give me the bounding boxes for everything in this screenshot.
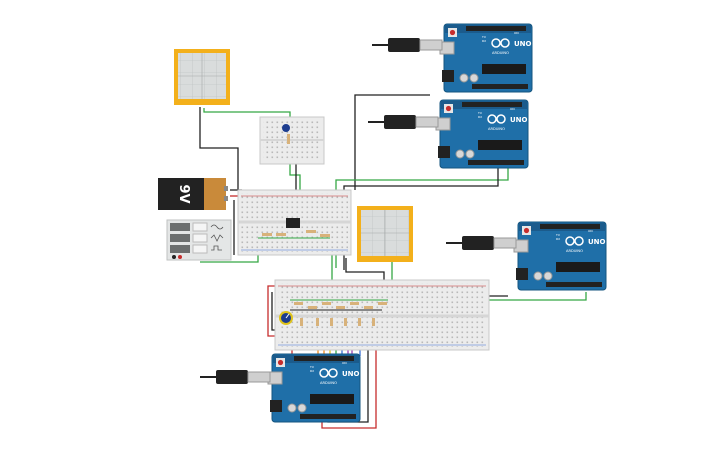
battery-icon[interactable]: 9V [158,178,228,210]
arduino-rx-label: RX [478,115,482,119]
resistor[interactable] [262,233,272,236]
resistor[interactable] [378,302,387,305]
battery-label: 9V [176,184,191,203]
resistor[interactable] [306,230,316,233]
arduino-on-label: ON [510,107,515,111]
breadboard-upper[interactable] [237,189,352,256]
arduino-brand-label: ARDUINO [566,249,583,253]
arduino-model-label: UNO [342,370,360,378]
potentiometer-icon[interactable] [279,311,293,325]
arduino-on-label: ON [514,31,519,35]
breadboard-lower[interactable] [274,279,490,351]
oscilloscope-right[interactable] [357,206,413,262]
mini-breadboard[interactable] [259,116,325,165]
resistor[interactable] [316,318,319,326]
arduino-uno-2[interactable]: UNO ARDUINO TX RX ON [435,99,529,169]
arduino-uno-4[interactable]: UNO ARDUINO TX RX ON [267,353,361,423]
arduino-brand-label: ARDUINO [320,381,337,385]
arduino-tx-label: TX [309,365,314,369]
usb-cable-icon[interactable] [368,115,439,129]
arduino-brand-label: ARDUINO [492,51,509,55]
arduino-rx-label: RX [482,39,486,43]
arduino-on-label: ON [588,229,593,233]
oscilloscope-left[interactable] [174,49,230,105]
arduino-uno-1[interactable]: UNO ARDUINO TX RX ON [439,23,533,93]
arduino-brand-label: ARDUINO [488,127,505,131]
resistor[interactable] [330,318,333,326]
arduino-model-label: UNO [588,238,606,246]
arduino-tx-label: TX [555,233,560,237]
resistor[interactable] [300,318,303,326]
arduino-tx-label: TX [477,111,482,115]
arduino-on-label: ON [342,361,347,365]
resistor[interactable] [322,302,331,305]
resistor[interactable] [287,134,290,144]
resistor[interactable] [344,318,347,326]
usb-cable-icon[interactable] [372,38,443,52]
resistor[interactable] [372,318,375,326]
usb-cable-icon[interactable] [446,236,517,250]
resistor[interactable] [358,318,361,326]
ic-chip-icon[interactable] [286,218,300,228]
pushbutton-icon[interactable] [282,124,290,132]
resistor[interactable] [320,234,330,237]
arduino-rx-label: RX [556,237,560,241]
resistor[interactable] [350,302,359,305]
resistor[interactable] [336,306,345,309]
resistor[interactable] [308,306,317,309]
arduino-rx-label: RX [310,369,314,373]
arduino-model-label: UNO [514,40,532,48]
resistor[interactable] [276,233,286,236]
resistor[interactable] [364,306,373,309]
arduino-tx-label: TX [481,35,486,39]
resistor[interactable] [294,302,303,305]
function-generator-icon[interactable] [166,219,232,261]
usb-cable-icon[interactable] [200,370,271,384]
arduino-model-label: UNO [510,116,528,124]
arduino-uno-3[interactable]: UNO ARDUINO TX RX ON [513,221,607,291]
